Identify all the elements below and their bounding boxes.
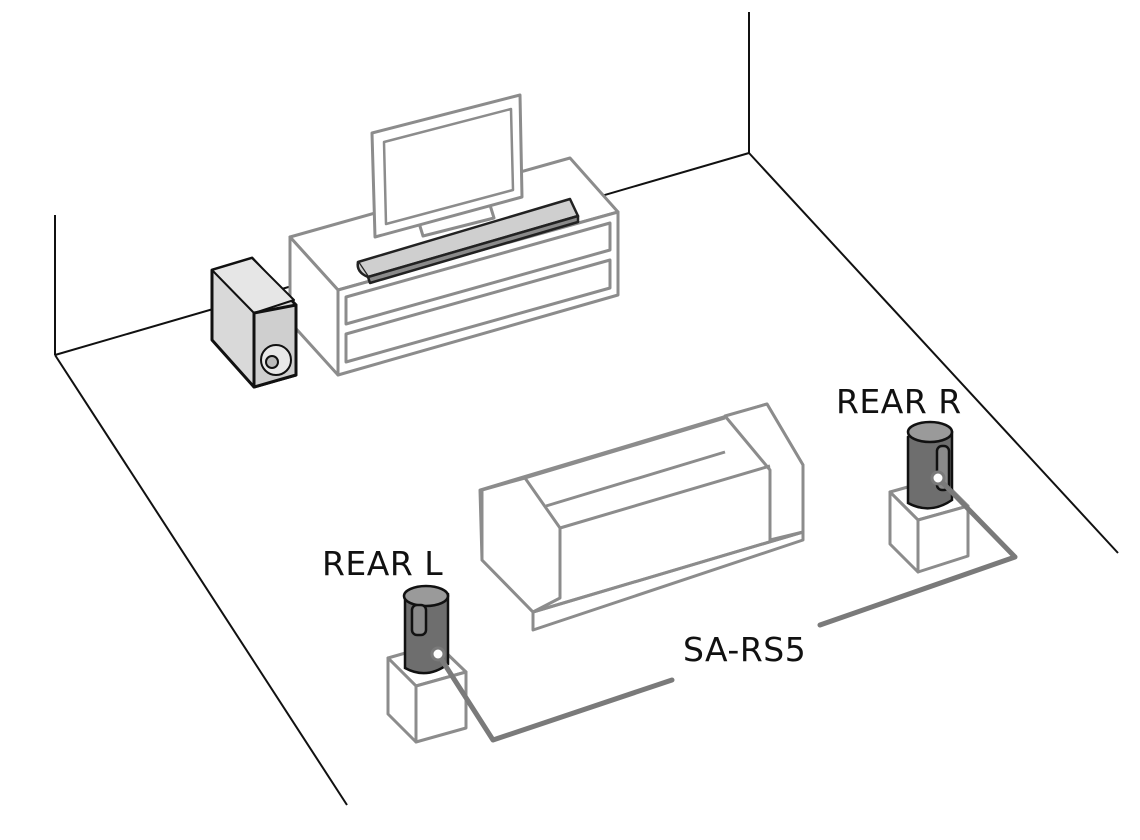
rear-r-label: REAR R	[836, 382, 962, 421]
rear-l-label: REAR L	[322, 544, 444, 583]
subwoofer	[210, 256, 298, 389]
sofa	[478, 402, 805, 632]
speaker-cables	[435, 477, 1018, 743]
rear-r-speaker	[906, 420, 954, 510]
room-outline	[54, 12, 1119, 806]
cable-ends	[430, 470, 946, 662]
soundbar	[356, 197, 580, 285]
model-label: SA-RS5	[683, 630, 807, 669]
television	[370, 93, 524, 239]
